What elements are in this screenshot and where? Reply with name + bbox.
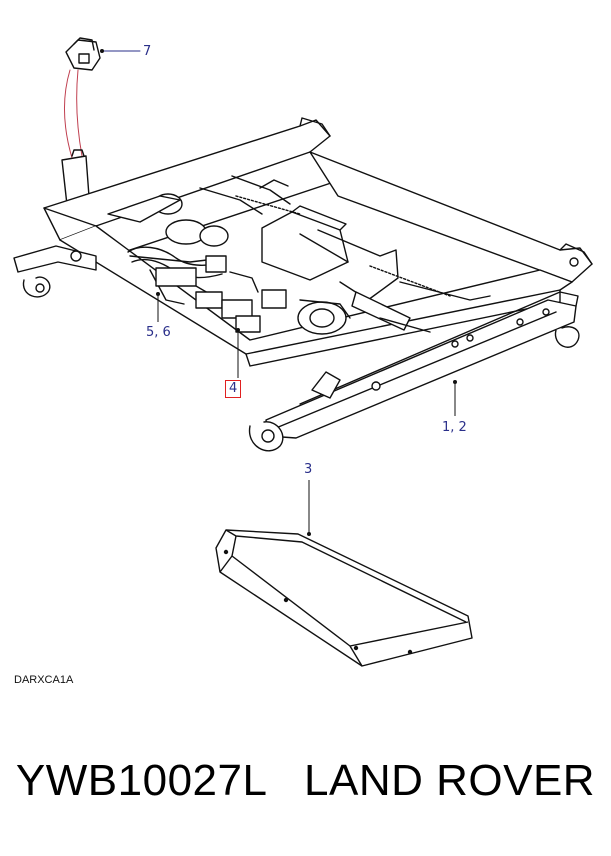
caption: YWB10027L LAND ROVER <box>0 756 611 806</box>
clip-part-7 <box>65 37 101 71</box>
seat-cushion-pad <box>215 529 473 667</box>
part-number: YWB10027L <box>15 756 266 805</box>
callout-7: 7 <box>143 44 152 59</box>
brand-name: LAND ROVER <box>304 756 596 805</box>
wiring-harness <box>127 246 287 333</box>
callout-4: 4 <box>225 380 242 398</box>
drawing-code: DARXCA1A <box>14 674 74 686</box>
right-runner-track <box>248 257 580 452</box>
motor-assembly <box>107 175 491 335</box>
callout-5-6: 5, 6 <box>146 325 171 340</box>
callout-3: 3 <box>304 462 313 477</box>
left-runner-track <box>13 245 97 298</box>
seat-frame-diagram <box>13 37 593 667</box>
callout-1-2: 1, 2 <box>442 420 467 435</box>
